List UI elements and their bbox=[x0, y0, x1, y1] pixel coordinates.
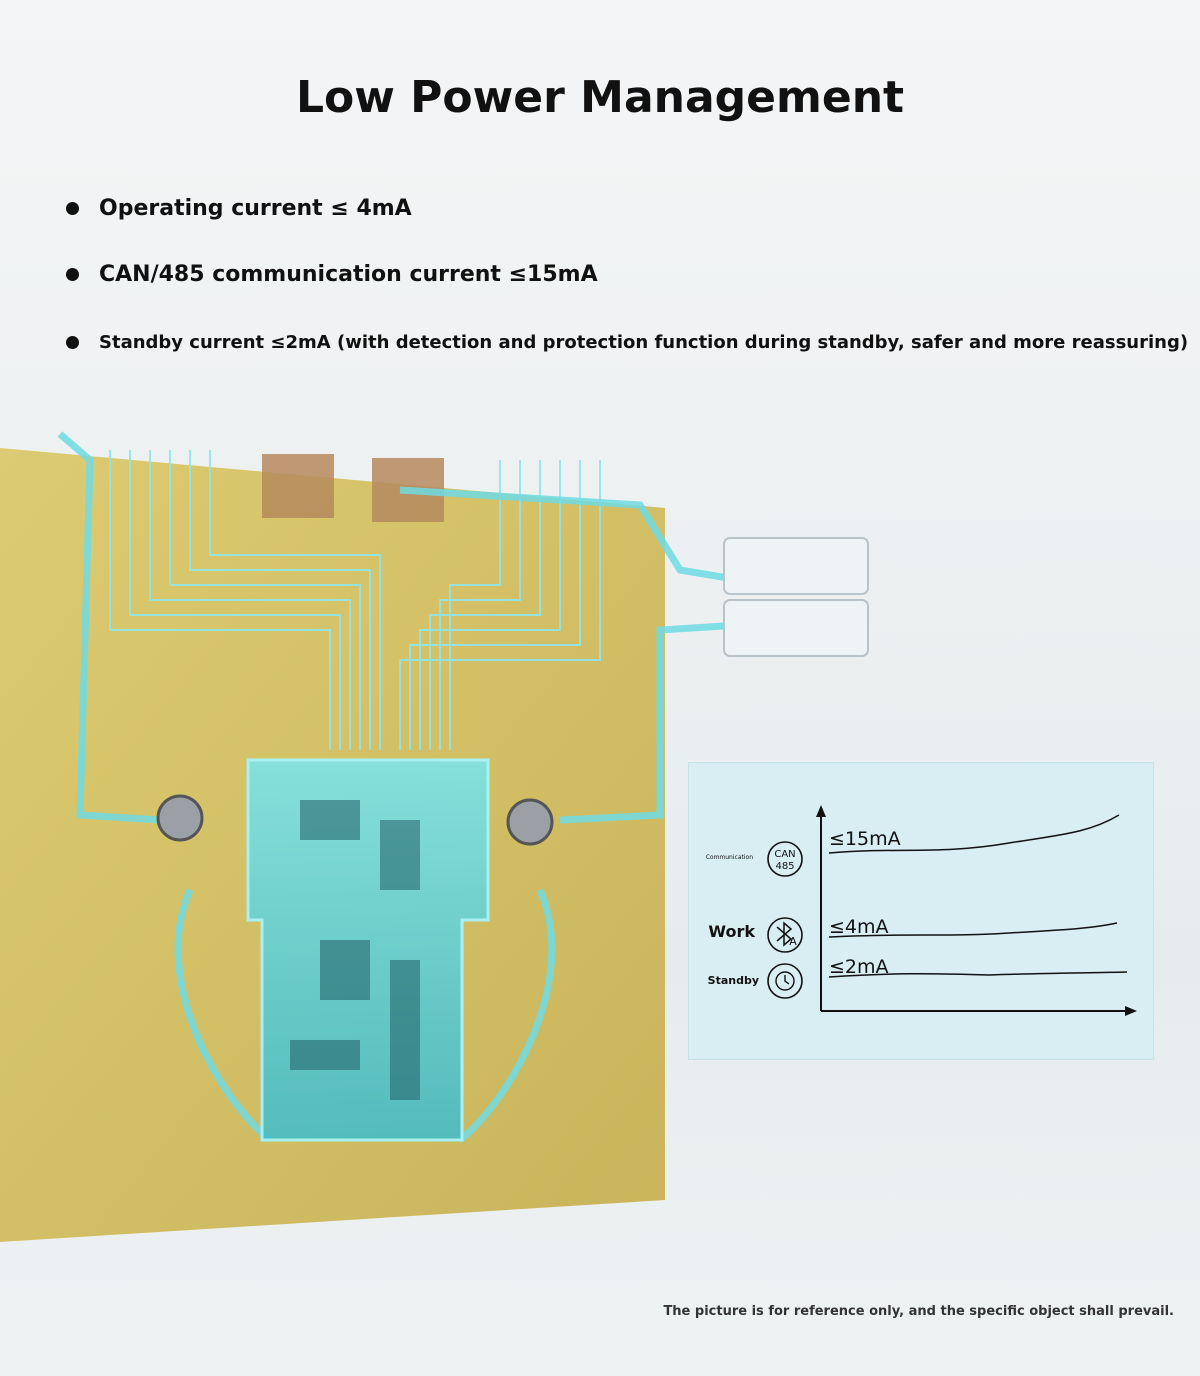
current-level-chart: ≤15mA ≤4mA ≤2mA Communication Work Stand… bbox=[706, 805, 1137, 1016]
y-axis-arrow bbox=[816, 805, 826, 817]
work-curve bbox=[828, 922, 1118, 938]
page-title: Low Power Management bbox=[295, 72, 905, 123]
can-485-icon: CAN 485 bbox=[767, 841, 803, 877]
bullet-communication-current: CAN/485 communication current ≤15mA bbox=[66, 262, 598, 287]
bullet-standby-current: Standby current ≤2mA (with detection and… bbox=[66, 332, 1188, 353]
clock-history-icon bbox=[767, 963, 803, 999]
standby-curve bbox=[828, 971, 1128, 978]
work-level-label: ≤4mA bbox=[829, 916, 889, 938]
copper-tab-left bbox=[262, 454, 334, 518]
terminal-bolt-right bbox=[506, 798, 554, 846]
bms-board-illustration bbox=[0, 431, 869, 1242]
bullet-text: Standby current ≤2mA (with detection and… bbox=[99, 332, 1189, 353]
disclaimer-note: The picture is for reference only, and t… bbox=[663, 1304, 1174, 1319]
bullet-operating-current: Operating current ≤ 4mA bbox=[66, 196, 412, 221]
can-badge-line1: CAN bbox=[774, 849, 795, 860]
pcb-components bbox=[290, 800, 420, 1100]
x-axis-arrow bbox=[1125, 1006, 1137, 1016]
bluetooth-a-icon: A bbox=[767, 917, 803, 953]
bullet-dot-icon bbox=[66, 202, 79, 215]
connector-bottom bbox=[723, 599, 869, 657]
work-side-label: Work bbox=[708, 922, 755, 941]
can-badge-line2: 485 bbox=[775, 861, 794, 872]
terminal-bolt-left bbox=[156, 794, 204, 842]
communication-level-label: ≤15mA bbox=[829, 828, 901, 850]
standby-side-label: Standby bbox=[708, 974, 759, 987]
sense-wires bbox=[109, 450, 601, 750]
connector-top bbox=[723, 537, 869, 595]
bluetooth-badge-letter: A bbox=[789, 935, 797, 948]
bullet-text: CAN/485 communication current ≤15mA bbox=[99, 262, 598, 287]
power-cables bbox=[57, 431, 741, 1143]
bullet-dot-icon bbox=[66, 336, 79, 349]
current-level-panel: ≤15mA ≤4mA ≤2mA Communication Work Stand… bbox=[688, 762, 1154, 1060]
communication-side-label: Communication bbox=[706, 854, 753, 861]
standby-level-label: ≤2mA bbox=[829, 956, 889, 978]
bullet-dot-icon bbox=[66, 268, 79, 281]
bullet-text: Operating current ≤ 4mA bbox=[99, 196, 412, 221]
communication-curve bbox=[828, 814, 1120, 854]
